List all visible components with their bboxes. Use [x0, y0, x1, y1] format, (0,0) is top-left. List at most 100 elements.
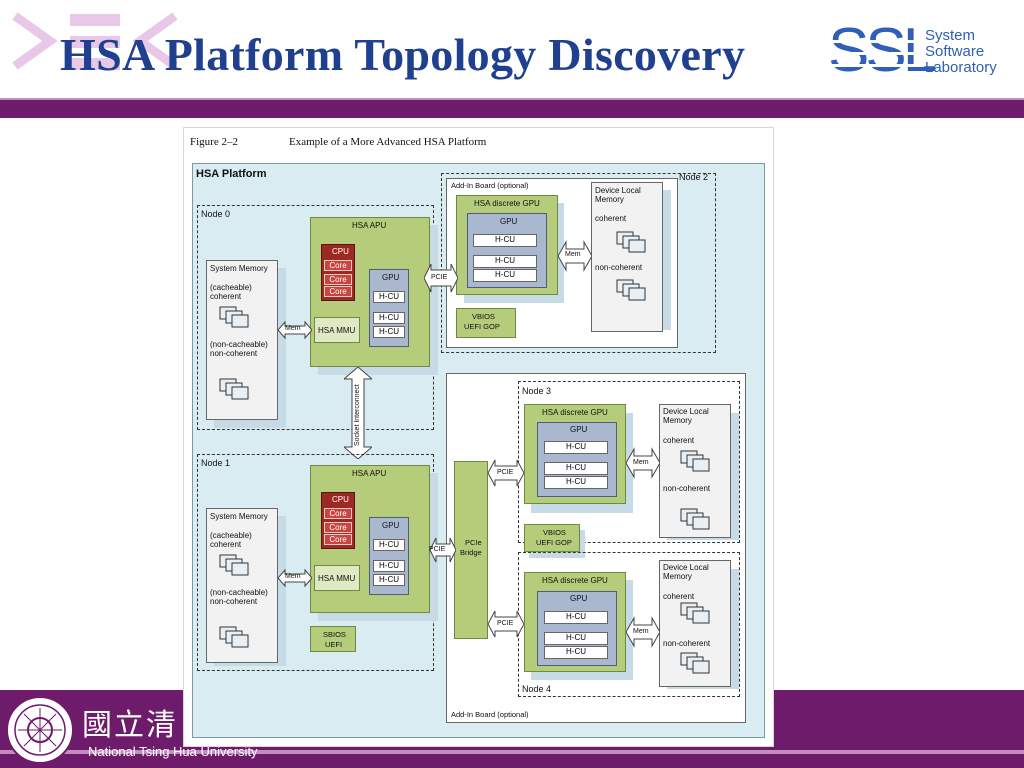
hcu-unit: H-CU	[373, 326, 405, 338]
pcie-arrow	[424, 263, 458, 293]
vbios-box	[524, 524, 580, 552]
cpu-core: Core	[324, 286, 352, 297]
non-cacheable-label: (non-cacheable)	[210, 340, 268, 349]
top-divider-bar	[0, 100, 1024, 118]
add-in-board-label: Add-In Board (optional)	[451, 710, 529, 719]
cpu-label: CPU	[332, 247, 349, 256]
sbios-label: SBIOS	[323, 630, 346, 639]
uefi-label: UEFI	[325, 640, 343, 649]
vbios-label: VBIOS	[543, 528, 566, 537]
hcu-unit: H-CU	[373, 560, 405, 572]
non-coherent-label: non-coherent	[210, 597, 258, 606]
hcu-unit: H-CU	[473, 269, 537, 282]
pcie-label: PCIE	[497, 469, 514, 476]
mem-label: Mem	[633, 459, 649, 466]
mem-arrow	[626, 447, 660, 479]
node-3-label: Node 3	[522, 386, 552, 396]
cpu-core: Core	[324, 260, 352, 271]
hcu-unit: H-CU	[473, 234, 537, 247]
pcie-arrow	[488, 459, 524, 487]
coherent-label: coherent	[210, 292, 242, 301]
hsa-mmu-box	[314, 317, 360, 343]
cpu-core: Core	[324, 522, 352, 533]
hsa-apu-label: HSA APU	[352, 469, 387, 478]
node-4-label: Node 4	[522, 684, 552, 694]
mem-label: Mem	[565, 251, 581, 258]
add-in-board-label: Add-In Board (optional)	[451, 181, 529, 190]
cacheable-label: (cacheable)	[210, 283, 252, 292]
memory-page-icon	[680, 450, 710, 472]
hcu-unit: H-CU	[373, 312, 405, 324]
watermark-logo	[12, 12, 178, 70]
ssl-logo-line1: System	[925, 27, 976, 44]
hcu-unit: H-CU	[544, 462, 608, 475]
memory-page-icon	[680, 602, 710, 624]
vbios-label: VBIOS	[472, 312, 495, 321]
hsa-mmu-label: HSA MMU	[318, 574, 356, 583]
hsa-discrete-gpu-label: HSA discrete GPU	[542, 408, 608, 417]
non-cacheable-label: (non-cacheable)	[210, 588, 268, 597]
cacheable-label: (cacheable)	[210, 531, 252, 540]
ssl-logo-line3: Laboratory	[925, 59, 997, 76]
gpu-label: GPU	[382, 273, 400, 282]
hcu-unit: H-CU	[544, 441, 608, 454]
mem-arrow	[558, 240, 592, 272]
slide-title: HSA Platform Topology Discovery	[60, 29, 746, 80]
device-local-memory-box	[591, 182, 663, 332]
footer-line	[0, 750, 1024, 754]
memory-page-icon	[219, 554, 249, 576]
university-seal-icon	[6, 696, 74, 764]
memory-page-icon	[680, 508, 710, 530]
mem-arrow	[278, 568, 312, 588]
figure-panel: Figure 2–2 Example of a More Advanced HS…	[183, 127, 774, 747]
non-coherent-label: non-coherent	[663, 639, 711, 648]
pcie-label: PCIE	[429, 546, 446, 553]
uefi-gop-label: UEFI GOP	[464, 322, 500, 331]
device-local-label: Device Local	[663, 563, 709, 572]
coherent-label: coherent	[663, 592, 695, 601]
pcie-bridge-label: PCIe	[465, 538, 482, 547]
hsa-platform-label: HSA Platform	[196, 168, 267, 180]
mem-arrow	[278, 320, 312, 340]
hcu-unit: H-CU	[544, 632, 608, 645]
cpu-core: Core	[324, 508, 352, 519]
memory-page-icon	[616, 279, 646, 301]
hsa-discrete-gpu-label: HSA discrete GPU	[542, 576, 608, 585]
ssl-logo-line2: Software	[925, 43, 985, 60]
hcu-unit: H-CU	[373, 291, 405, 303]
university-name-chinese: 國立清	[82, 708, 178, 743]
hcu-unit: H-CU	[544, 476, 608, 489]
sbios-box	[310, 626, 356, 652]
memory-page-icon	[219, 378, 249, 400]
cpu-core: Core	[324, 534, 352, 545]
cpu-label: CPU	[332, 495, 349, 504]
hcu-unit: H-CU	[473, 255, 537, 268]
node-1-label: Node 1	[201, 458, 231, 468]
hsa-mmu-label: HSA MMU	[318, 326, 356, 335]
ssl-logo: SSL System Software Laboratory	[828, 16, 1018, 92]
footer-strip	[0, 754, 1024, 768]
socket-interconnect-arrow	[344, 367, 372, 459]
mem-label: Mem	[633, 628, 649, 635]
device-memory-label: Memory	[663, 416, 692, 425]
hcu-unit: H-CU	[544, 646, 608, 659]
gpu-label: GPU	[570, 594, 588, 603]
pcie-label: PCIE	[497, 620, 514, 627]
university-name: National Tsing Hua University	[88, 744, 258, 759]
hsa-mmu-box	[314, 565, 360, 591]
node-2-label: Node 2	[679, 172, 709, 182]
hcu-unit: H-CU	[373, 574, 405, 586]
mem-label: Mem	[285, 573, 301, 580]
hsa-discrete-gpu-label: HSA discrete GPU	[474, 199, 540, 208]
memory-page-icon	[219, 626, 249, 648]
node-0-label: Node 0	[201, 209, 231, 219]
top-divider-line	[0, 98, 1024, 100]
pcie-bridge-label-2: Bridge	[460, 548, 482, 557]
socket-interconnect-label: Socket Interconnect	[354, 384, 361, 446]
non-coherent-label: non-coherent	[210, 349, 258, 358]
hcu-unit: H-CU	[373, 539, 405, 551]
coherent-label: coherent	[595, 214, 627, 223]
non-coherent-label: non-coherent	[595, 263, 643, 272]
cpu-core: Core	[324, 274, 352, 285]
vbios-box	[456, 308, 516, 338]
